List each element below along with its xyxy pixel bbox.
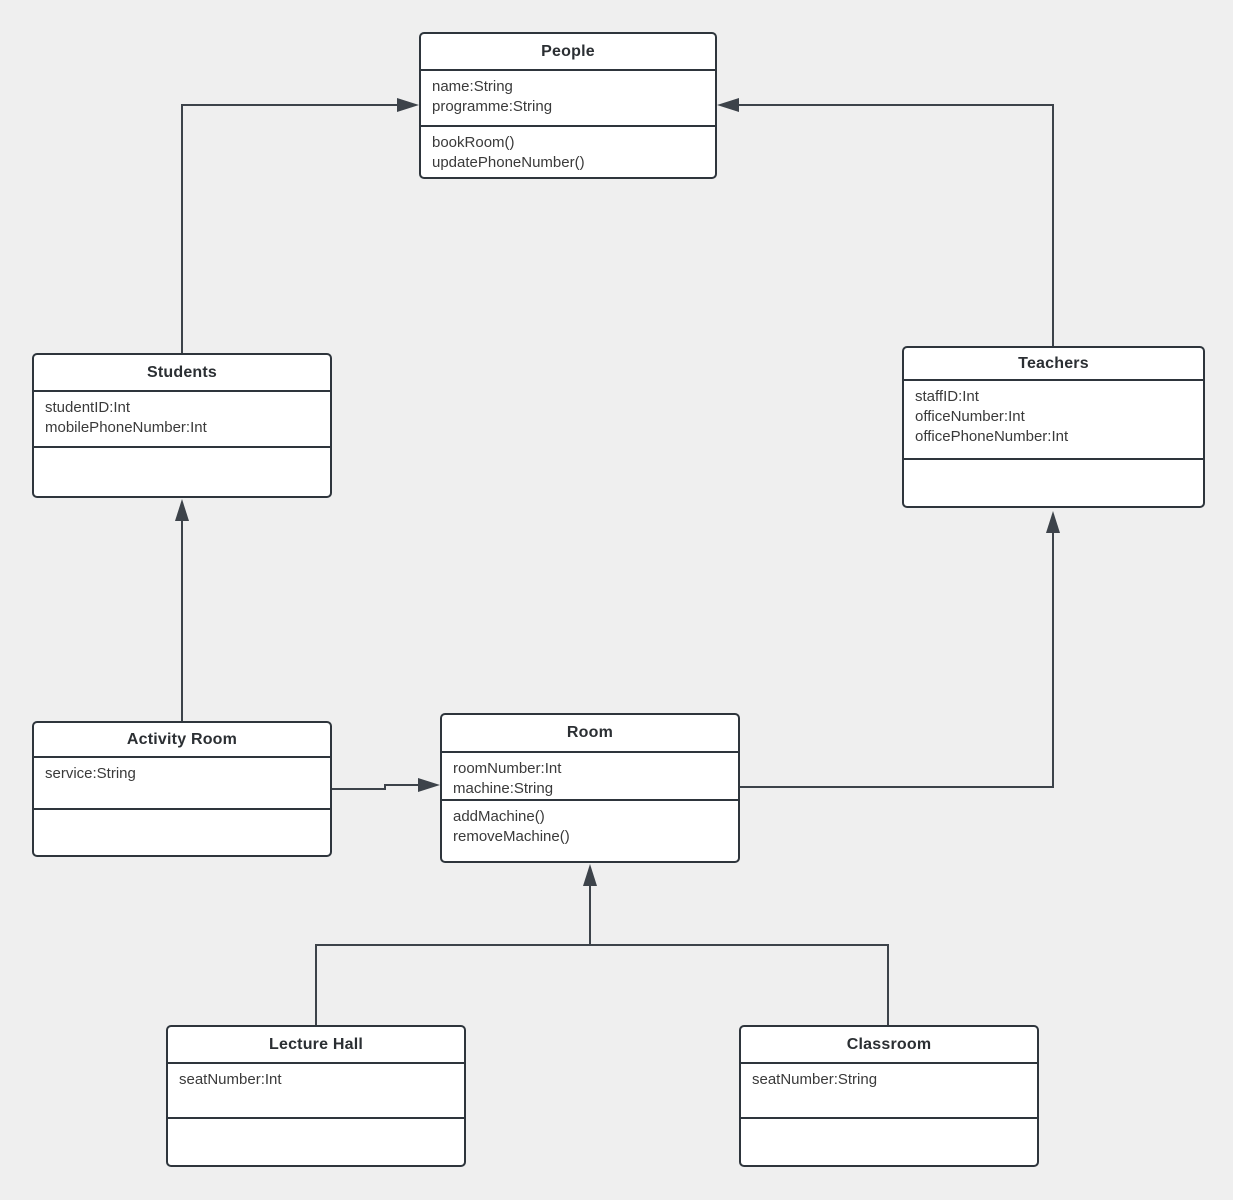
attribute-line: name:String (432, 78, 513, 95)
class-methods: addMachine() removeMachine() (442, 801, 738, 861)
relationship-students-to-people[interactable] (181, 98, 419, 353)
arrowhead-icon (418, 778, 440, 792)
relationship-teachers-to-people[interactable] (717, 98, 1054, 346)
class-title: Lecture Hall (168, 1027, 464, 1064)
attribute-line: seatNumber:String (752, 1071, 878, 1088)
class-title: Room (442, 715, 738, 753)
class-attributes: seatNumber:Int (168, 1064, 464, 1119)
class-box-room[interactable]: Room roomNumber:Int machine:String addMachi… (440, 713, 740, 863)
method-line: updatePhoneNumber() (432, 154, 585, 171)
class-box-activity-room[interactable]: Activity Room service:String (32, 721, 332, 857)
attribute-line: studentID:Int (45, 399, 131, 416)
relationship-room-to-teachers[interactable] (740, 511, 1060, 788)
class-box-teachers[interactable]: Teachers staffID:Int officeNumber:Int offic… (902, 346, 1205, 508)
relationship-lecture-hall-to-room[interactable] (315, 864, 597, 1025)
method-line: addMachine() (453, 808, 545, 825)
class-methods: bookRoom() updatePhoneNumber() (421, 127, 715, 177)
attribute-line: mobilePhoneNumber:Int (45, 419, 207, 436)
class-methods (34, 448, 330, 496)
class-title: Teachers (904, 348, 1203, 381)
class-attributes: service:String (34, 758, 330, 810)
relationship-activity-room-to-room[interactable] (332, 778, 440, 792)
class-title: Students (34, 355, 330, 392)
attribute-line: officeNumber:Int (915, 408, 1025, 425)
class-attributes: studentID:Int mobilePhoneNumber:Int (34, 392, 330, 448)
class-attributes: staffID:Int officeNumber:Int officePhoneNu… (904, 381, 1203, 460)
class-box-lecture-hall[interactable]: Lecture Hall seatNumber:Int (166, 1025, 466, 1167)
class-attributes: seatNumber:String (741, 1064, 1037, 1119)
class-box-students[interactable]: Students studentID:Int mobilePhoneNumber:I… (32, 353, 332, 498)
method-line: bookRoom() (432, 134, 515, 151)
arrowhead-icon (583, 864, 597, 886)
attribute-line: staffID:Int (915, 388, 979, 405)
class-attributes: name:String programme:String (421, 71, 715, 127)
arrowhead-icon (717, 98, 739, 112)
method-line: removeMachine() (453, 828, 570, 845)
class-methods (741, 1119, 1037, 1165)
arrowhead-icon (175, 499, 189, 521)
attribute-line: officePhoneNumber:Int (915, 428, 1069, 445)
class-methods (168, 1119, 464, 1165)
attribute-line: programme:String (432, 98, 553, 115)
relationship-classroom-to-room[interactable] (590, 944, 889, 1025)
class-attributes: roomNumber:Int machine:String (442, 753, 738, 801)
class-title: Classroom (741, 1027, 1037, 1064)
class-box-people[interactable]: People name:String programme:String bookRoo… (419, 32, 717, 179)
class-title: Activity Room (34, 723, 330, 758)
class-box-classroom[interactable]: Classroom seatNumber:String (739, 1025, 1039, 1167)
class-methods (904, 460, 1203, 506)
relationship-activity-room-to-students[interactable] (175, 499, 189, 721)
arrowhead-icon (1046, 511, 1060, 533)
class-methods (34, 810, 330, 855)
attribute-line: roomNumber:Int (453, 760, 562, 777)
class-title: People (421, 34, 715, 71)
arrowhead-icon (397, 98, 419, 112)
attribute-line: machine:String (453, 780, 554, 797)
attribute-line: service:String (45, 765, 136, 782)
attribute-line: seatNumber:Int (179, 1071, 282, 1088)
